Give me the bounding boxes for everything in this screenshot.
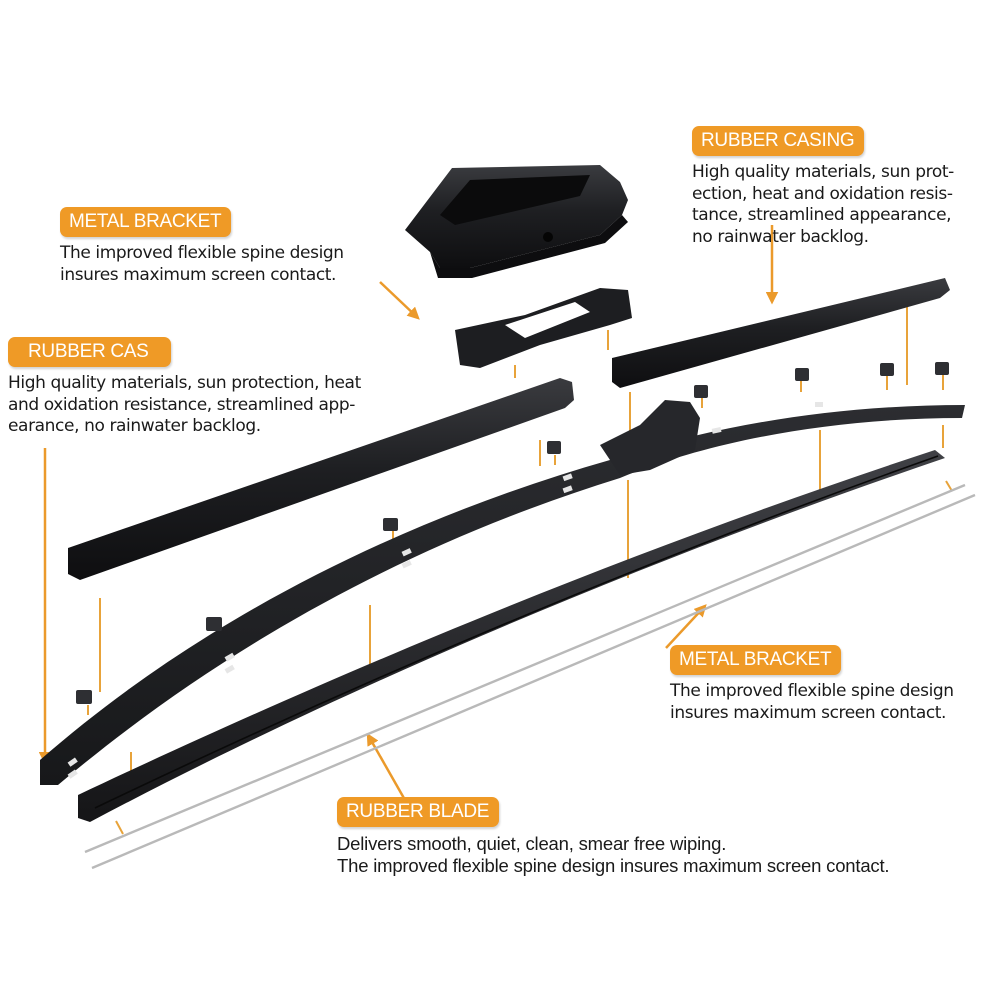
- spoiler-icon: [68, 378, 574, 580]
- steel-strip-icon: [84, 483, 976, 870]
- label-badge: METAL BRACKET: [60, 207, 232, 237]
- callout-rubber-blade: RUBBER BLADE Delivers smooth, quiet, cle…: [337, 797, 890, 876]
- spine-icon: [40, 400, 965, 785]
- callout-rubber-cas: RUBBER CAS High quality materials, sun p…: [8, 337, 361, 438]
- spoiler-icon: [612, 278, 950, 388]
- callout-description: High quality materials, sun protection, …: [8, 373, 361, 436]
- pointer-arrows: [38, 225, 779, 801]
- adapter-cover-icon: [405, 165, 628, 278]
- blade-icon: [78, 450, 945, 822]
- callout-description: The improved flexible spine design insur…: [60, 243, 344, 285]
- leader-line: [945, 480, 953, 492]
- adapter-mount-icon: [455, 288, 632, 368]
- callout-description: High quality materials, sun prot- ection…: [692, 162, 954, 247]
- callout-description: Delivers smooth, quiet, clean, smear fre…: [337, 833, 890, 876]
- callout-metal-bracket-top: METAL BRACKET The improved flexible spin…: [60, 207, 344, 286]
- leader-line: [115, 820, 124, 835]
- label-badge: RUBBER BLADE: [337, 797, 500, 827]
- clip-icon: [76, 362, 949, 704]
- arrow-rubber-blade: [366, 732, 407, 801]
- arrow-metal-bracket-top: [379, 281, 420, 320]
- leader-lines: [87, 305, 953, 835]
- label-badge: RUBBER CAS: [8, 337, 171, 367]
- callout-rubber-casing: RUBBER CASING High quality materials, su…: [692, 126, 954, 248]
- label-badge: METAL BRACKET: [670, 645, 842, 675]
- callout-metal-bracket-right: METAL BRACKET The improved flexible spin…: [670, 645, 954, 724]
- label-badge: RUBBER CASING: [692, 126, 865, 156]
- callout-description: The improved flexible spine design insur…: [670, 681, 954, 723]
